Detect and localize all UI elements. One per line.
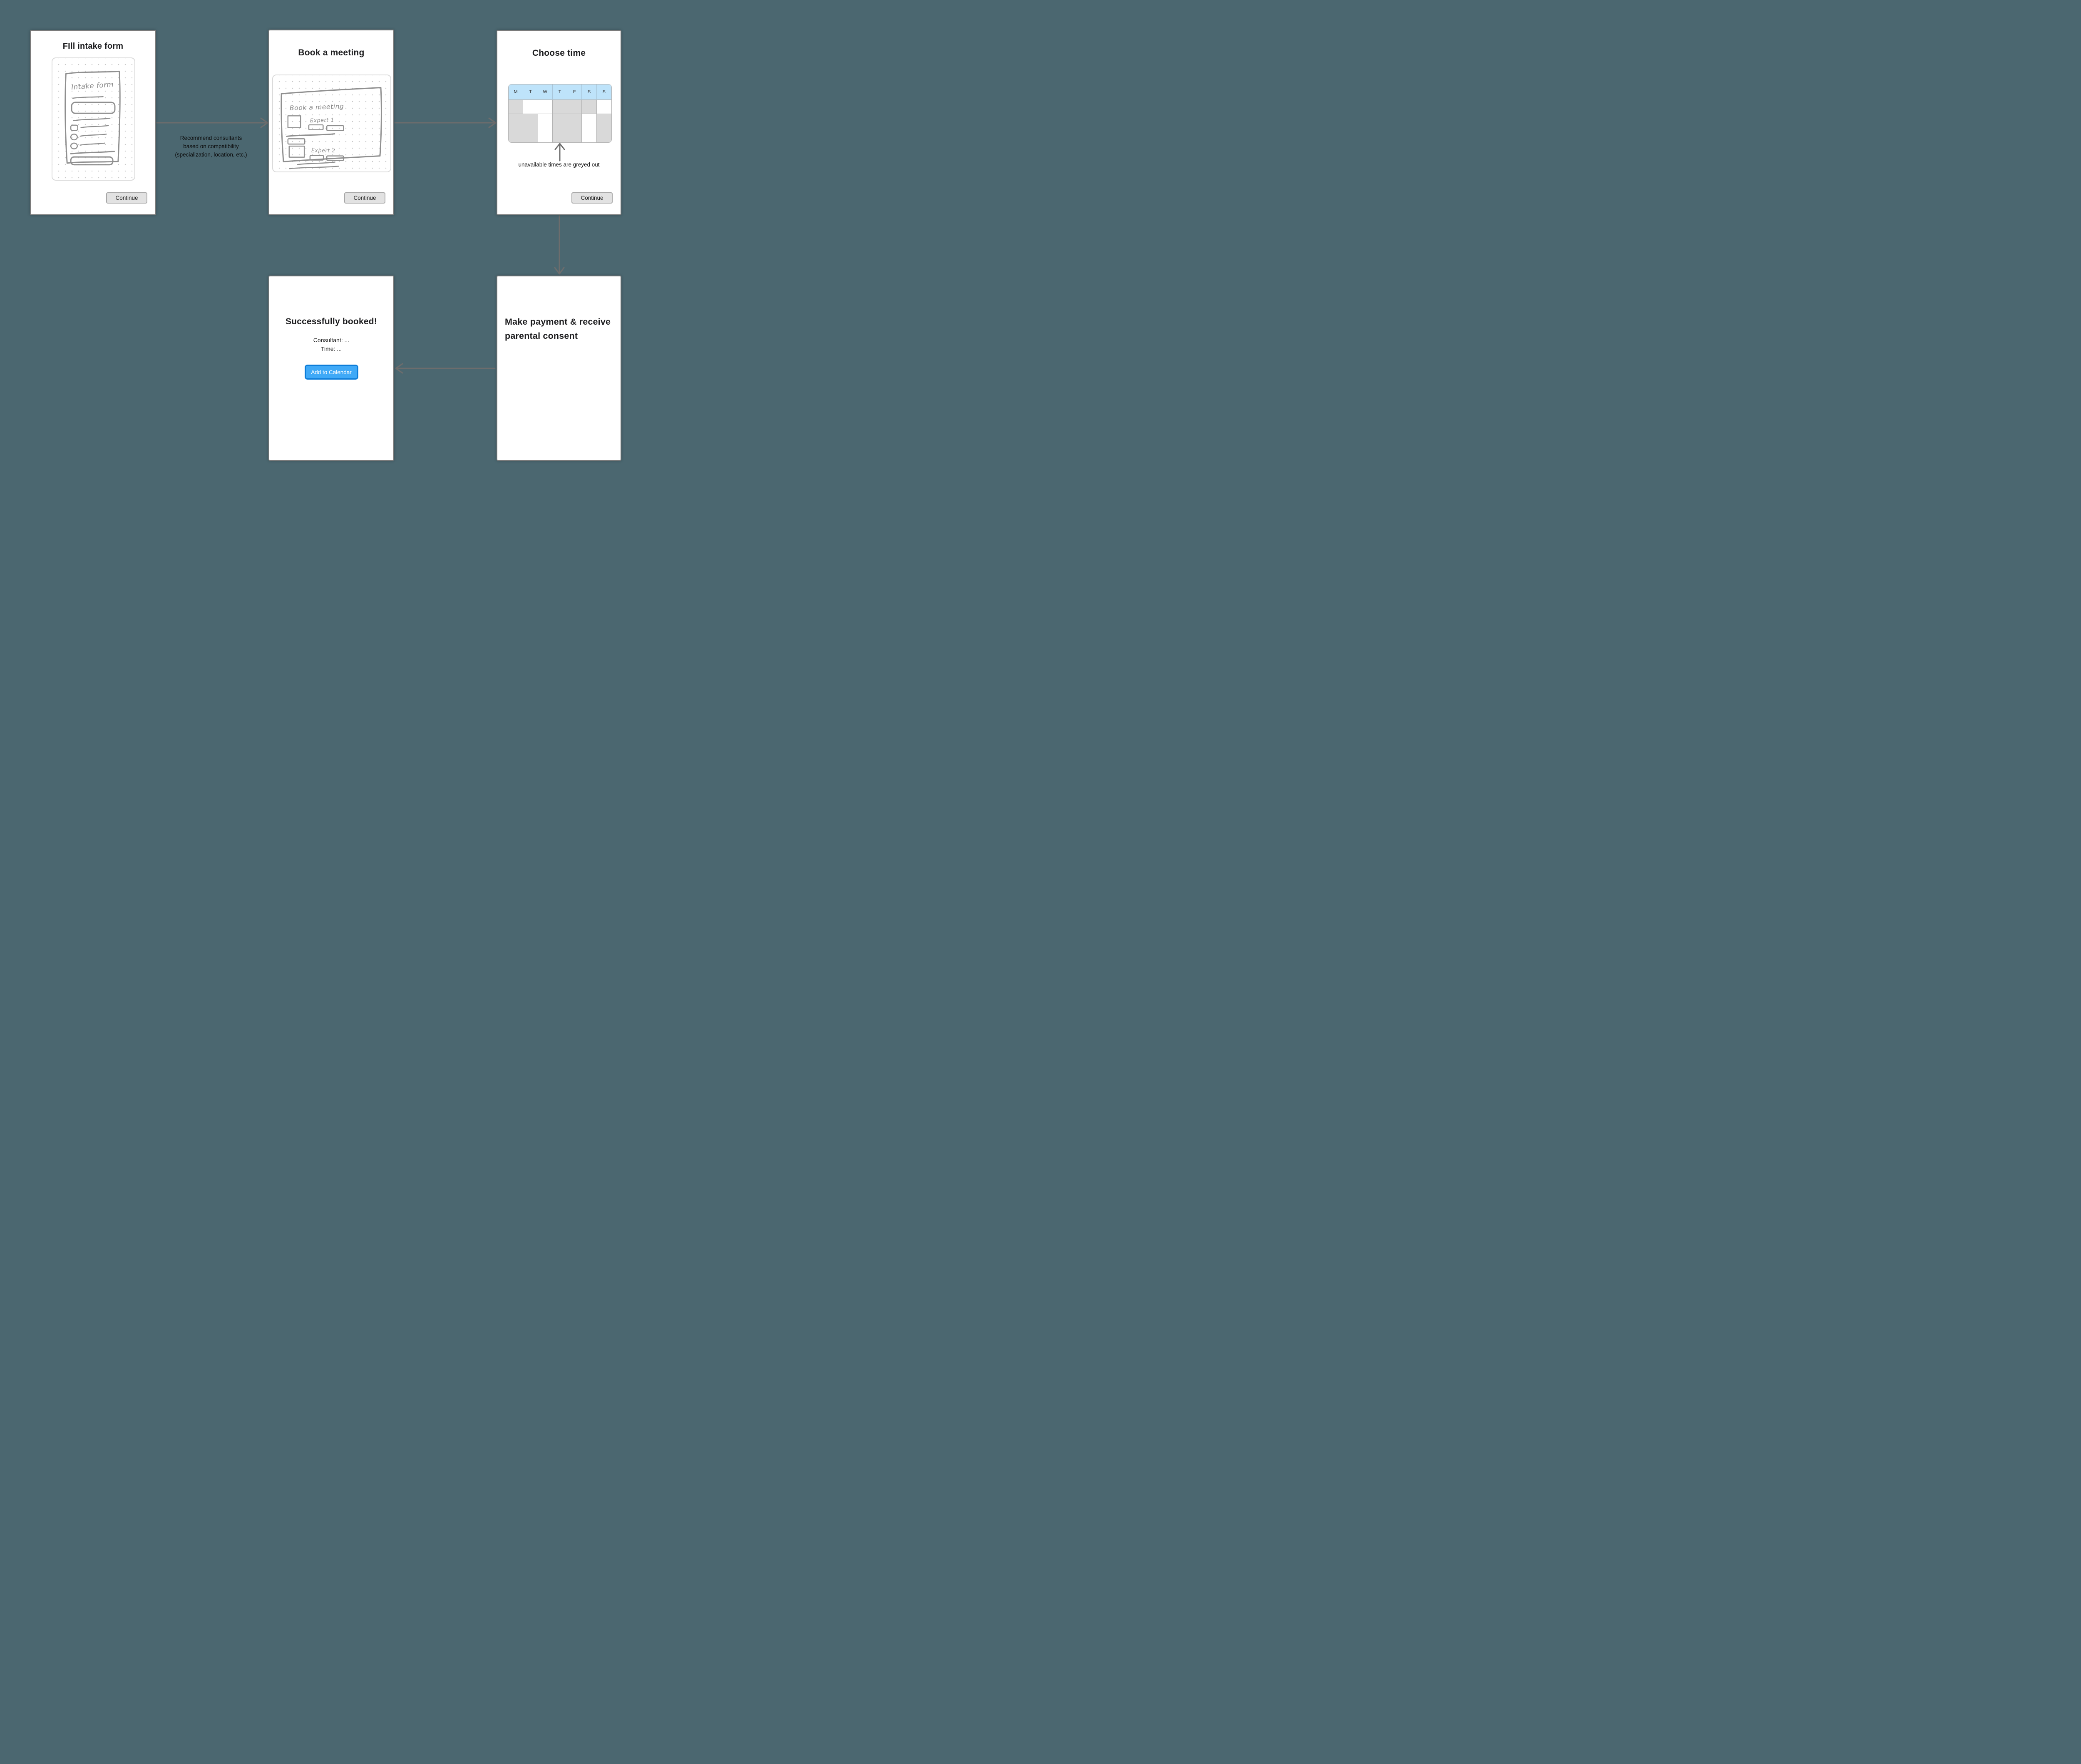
points-to-calendar-arrow [554, 143, 565, 161]
calendar-slot-unavailable[interactable] [523, 128, 538, 142]
calendar-slot-available[interactable] [523, 100, 538, 114]
calendar-slot-unavailable[interactable] [509, 100, 524, 114]
card-title: Make payment & receive parental consent [505, 317, 611, 341]
sketch-input-box [71, 102, 116, 114]
calendar-slot-available[interactable] [538, 114, 553, 128]
arrow-booking-to-time [394, 117, 497, 128]
sketch-line [79, 142, 105, 146]
time-line: Time: ... [320, 345, 342, 352]
calendar-slot-unavailable[interactable] [509, 114, 524, 128]
calendar-slot-unavailable[interactable] [567, 100, 582, 114]
sketch-expert2-text: Expert 2 [311, 148, 335, 154]
calendar-day-header: T [552, 84, 568, 100]
add-to-calendar-button[interactable]: Add to Calendar [304, 365, 358, 380]
calendar-slot-unavailable[interactable] [582, 100, 597, 114]
arrow-intake-to-booking [156, 117, 268, 128]
sketch-button [287, 138, 305, 145]
note-line: Recommend consultants [180, 135, 242, 141]
sketch-button [308, 124, 324, 130]
calendar-slot-unavailable[interactable] [552, 128, 568, 142]
calendar-day-header: T [523, 84, 538, 100]
sketch-line [286, 133, 335, 137]
sketch-line [80, 125, 109, 128]
sketch-avatar-box [288, 145, 305, 158]
sketch-expert1-text: Expert 1 [310, 117, 334, 124]
card-title: Choose time [532, 48, 586, 58]
continue-button[interactable]: Continue [106, 192, 147, 204]
calendar-slot-available[interactable] [582, 128, 597, 142]
sketch-line [72, 96, 104, 99]
calendar-slot-unavailable[interactable] [523, 114, 538, 128]
arrow-payment-to-success [395, 363, 496, 374]
calendar-slot-available[interactable] [582, 114, 597, 128]
calendar-day-header: M [509, 84, 524, 100]
sketch-line [70, 150, 115, 154]
card-title: FIll intake form [62, 42, 124, 51]
booking-sketch-drawing: Book a meeting Expert 1 Expert 2 [281, 87, 382, 169]
calendar-slot-unavailable[interactable] [596, 114, 611, 128]
recommend-consultants-note: Recommend consultants based on compatibi… [169, 134, 253, 159]
intake-form-sketch-drawing: Intake form [65, 70, 121, 166]
sketch-radio [70, 142, 78, 149]
flow-canvas: Recommend consultants based on compatibi… [0, 0, 653, 492]
calendar-day-header: S [582, 84, 597, 100]
sketch-line [289, 165, 339, 169]
calendar-day-header: W [538, 84, 553, 100]
note-line: (specialization, location, etc.) [175, 152, 247, 158]
calendar-slot-available[interactable] [538, 128, 553, 142]
sketch-radio [70, 134, 78, 141]
calendar-slot-unavailable[interactable] [552, 114, 568, 128]
card-title: Successfully booked! [286, 317, 377, 326]
note-line: based on compatibility [183, 143, 239, 149]
calendar-slot-unavailable[interactable] [509, 128, 524, 142]
calendar-slot-unavailable[interactable] [567, 128, 582, 142]
calendar-slot-available[interactable] [538, 100, 553, 114]
sketch-avatar-box [287, 115, 301, 129]
card-fill-intake-form: FIll intake form Intake form Continue [30, 30, 156, 215]
continue-button[interactable]: Continue [344, 192, 385, 204]
calendar-slot-unavailable[interactable] [596, 128, 611, 142]
sketch-line [73, 117, 111, 122]
sketch-line [79, 134, 107, 137]
sketch-submit-box [70, 156, 114, 166]
consultant-line: Consultant: ... [313, 337, 350, 343]
sketch-line [297, 161, 336, 165]
card-book-a-meeting: Book a meeting Book a meeting Expert 1 E… [268, 30, 394, 215]
card-title: Book a meeting [298, 48, 365, 57]
sketch-button [309, 155, 324, 161]
greyed-out-annotation: unavailable times are greyed out [518, 161, 600, 168]
intake-form-sketch: Intake form [52, 57, 135, 181]
sketch-heading-text: Intake form [71, 80, 114, 91]
calendar-day-header: S [596, 84, 611, 100]
sketch-button [326, 155, 344, 161]
card-successfully-booked: Successfully booked! Consultant: ... Tim… [268, 276, 394, 461]
calendar-day-header: F [567, 84, 582, 100]
calendar-slot-available[interactable] [596, 100, 611, 114]
calendar-slot-unavailable[interactable] [552, 100, 568, 114]
booking-sketch: Book a meeting Expert 1 Expert 2 [272, 75, 391, 172]
arrow-time-to-payment [554, 215, 565, 275]
sketch-heading-text: Book a meeting [289, 102, 344, 112]
card-make-payment: Make payment & receive parental consent [497, 276, 621, 461]
continue-button[interactable]: Continue [571, 192, 613, 204]
calendar-slot-unavailable[interactable] [567, 114, 582, 128]
sketch-checkbox [70, 124, 78, 131]
sketch-button [326, 125, 344, 131]
